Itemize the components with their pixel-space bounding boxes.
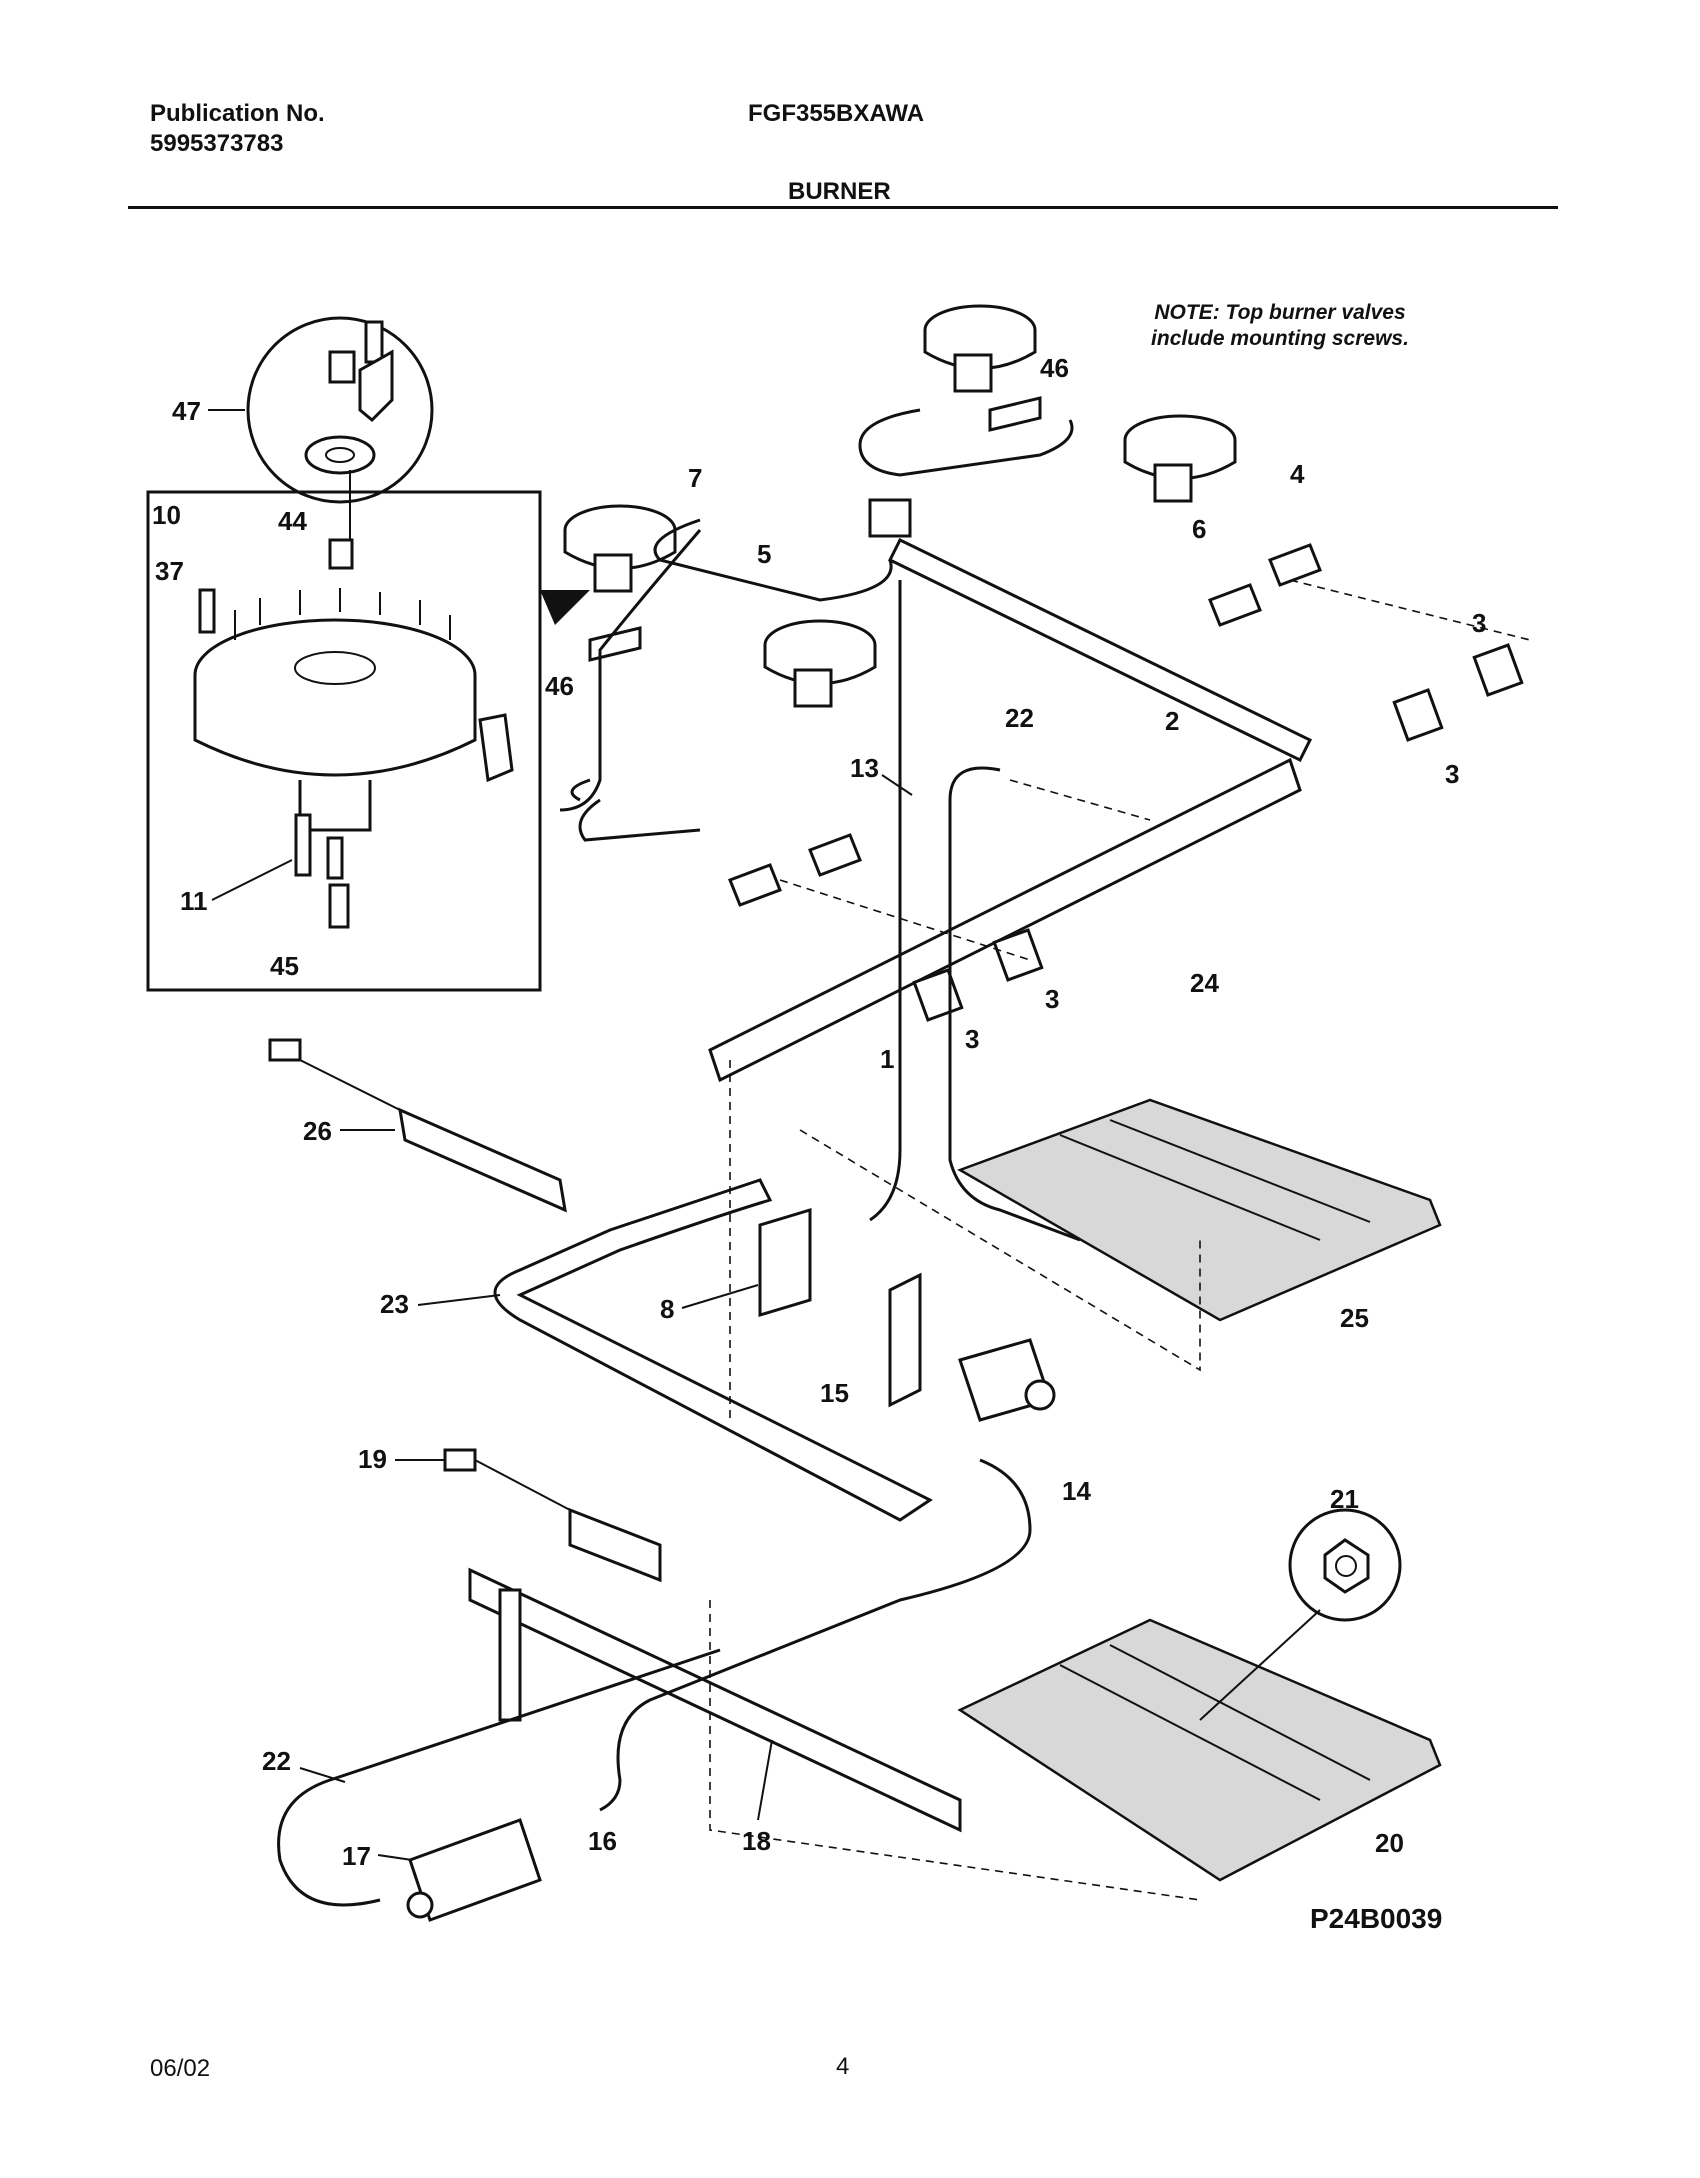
bracket-3-a — [1472, 643, 1524, 697]
callout-22-lower: 22 — [262, 1746, 291, 1776]
callout-18: 18 — [742, 1826, 771, 1856]
callout-3-d: 3 — [965, 1024, 979, 1054]
detail-box-10 — [146, 470, 542, 992]
callout-2: 2 — [1165, 706, 1179, 736]
bracket-46-upper — [988, 396, 1042, 432]
callout-3-a: 3 — [1472, 608, 1486, 638]
header-divider — [128, 206, 1558, 209]
callout-24: 24 — [1190, 968, 1219, 998]
callout-25: 25 — [1340, 1303, 1369, 1333]
callout-13: 13 — [850, 753, 879, 783]
valves-top — [728, 543, 1322, 907]
callout-44: 44 — [278, 506, 307, 536]
callout-14: 14 — [1062, 1476, 1091, 1506]
diagram-code: P24B0039 — [1310, 1903, 1443, 1934]
gas-line-22-upper — [948, 766, 1081, 1242]
callout-19: 19 — [358, 1444, 387, 1474]
callout-3-b: 3 — [1445, 759, 1459, 789]
callout-22-upper: 22 — [1005, 703, 1034, 733]
top-burner-head-front-right — [763, 619, 877, 708]
heat-shield-20 — [957, 1618, 1442, 1882]
gas-line-16 — [599, 1458, 1032, 1812]
detail-circle-21 — [1199, 1508, 1402, 1721]
broil-valve-17 — [406, 1818, 542, 1922]
assembly-leader-lines — [709, 579, 1531, 1901]
callout-16: 16 — [588, 1826, 617, 1856]
manifold-1 — [708, 498, 1313, 1083]
note-line-2: include mounting screws. — [1151, 327, 1409, 350]
top-burner-head-rear-left — [923, 304, 1037, 393]
callout-10: 10 — [152, 500, 181, 530]
callout-3-c: 3 — [1045, 984, 1059, 1014]
section-title: BURNER — [788, 178, 891, 205]
top-burner-head-rear-right — [1123, 414, 1237, 503]
callout-37: 37 — [155, 556, 184, 586]
callout-11: 11 — [180, 886, 208, 916]
bracket-46-lower — [588, 626, 642, 662]
footer-date: 06/02 — [150, 2055, 211, 2082]
bracket-3-b — [1392, 688, 1444, 742]
gas-line-22-lower — [277, 1648, 721, 1907]
callout-23: 23 — [380, 1289, 409, 1319]
bake-burner-23 — [493, 1178, 933, 1522]
gas-line-13 — [869, 580, 902, 1222]
spark-module-8 — [758, 1207, 812, 1318]
callout-45: 45 — [270, 951, 299, 981]
heat-shield-25 — [957, 1098, 1442, 1322]
callout-46-lower: 46 — [545, 671, 574, 701]
bracket-15 — [888, 1272, 922, 1408]
model-number: FGF355BXAWA — [748, 100, 925, 127]
callout-8: 8 — [660, 1294, 674, 1324]
callout-20: 20 — [1375, 1828, 1404, 1858]
publication-label: Publication No. — [150, 100, 325, 127]
callout-26: 26 — [303, 1116, 332, 1146]
burner-tubing — [559, 408, 1074, 842]
callout-4: 4 — [1290, 459, 1305, 489]
broil-burner-18 — [468, 1567, 962, 1833]
callout-21: 21 — [1330, 1484, 1359, 1514]
callout-15: 15 — [820, 1378, 849, 1408]
callout-47: 47 — [172, 396, 201, 426]
igniter-19 — [443, 1448, 662, 1583]
callout-46-upper: 46 — [1040, 353, 1069, 383]
note-line-1: NOTE: Top burner valves — [1154, 301, 1406, 324]
callout-6: 6 — [1192, 514, 1206, 544]
publication-number: 5995373783 — [150, 130, 284, 157]
top-burner-head-front-left — [540, 504, 677, 625]
note: NOTE: Top burner valves include mounting… — [1100, 300, 1460, 352]
pressure-regulator-14 — [958, 1338, 1056, 1422]
bracket-3-c — [992, 928, 1044, 982]
callout-7: 7 — [688, 463, 702, 493]
footer-page-number: 4 — [836, 2053, 850, 2080]
detail-circle-47 — [246, 316, 434, 504]
callout-5: 5 — [757, 539, 771, 569]
callout-1: 1 — [880, 1044, 894, 1074]
igniter-26 — [268, 1038, 567, 1213]
callout-labels: 47 10 44 37 11 45 7 5 46 46 4 6 3 3 3 3 … — [152, 353, 1486, 1871]
callout-17: 17 — [342, 1841, 371, 1871]
